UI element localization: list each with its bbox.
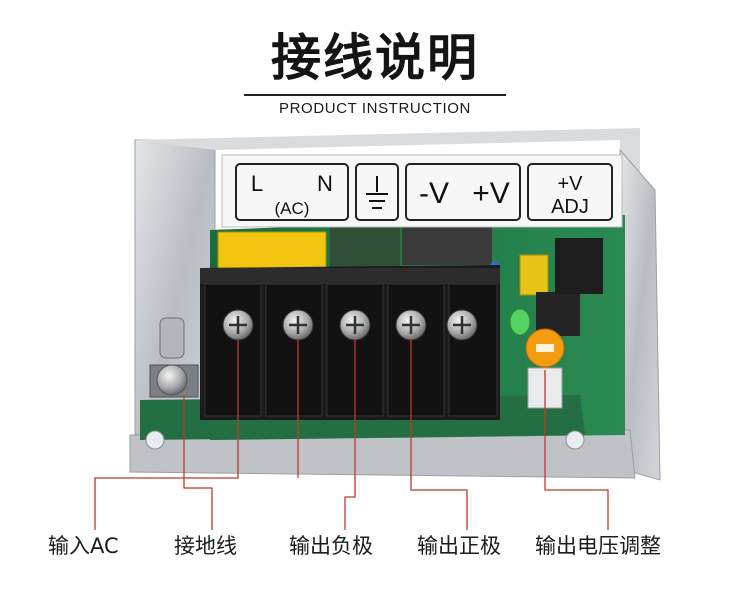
label-minus-v: -V	[419, 177, 449, 210]
ground-stud	[149, 317, 199, 398]
callout-line-adjust	[544, 370, 609, 530]
callout-label-ground: 接地线	[174, 534, 237, 558]
label-adj-top: +V	[557, 173, 583, 195]
callout-label-output-positive: 输出正极	[417, 534, 501, 558]
internal-components	[217, 222, 603, 409]
callout-line-positive	[410, 340, 468, 530]
callout-lines	[94, 340, 609, 530]
callout-label-input-ac: 输入AC	[48, 534, 119, 558]
callout-line-negative	[344, 340, 356, 530]
label-ac-l: L	[251, 171, 263, 196]
ground-icon	[366, 176, 388, 209]
terminal-screw	[339, 309, 371, 341]
label-adj-bottom: ADJ	[551, 196, 589, 218]
page-title: 接线说明	[271, 29, 479, 87]
callout-label-output-negative: 输出负极	[289, 534, 373, 558]
label-plus-v: +V	[472, 177, 510, 210]
terminal-label-plate: L N (AC) -V +V +V ADJ	[221, 154, 623, 228]
terminal-screw	[282, 309, 314, 341]
page-subtitle: PRODUCT INSTRUCTION	[279, 100, 471, 117]
title-underline	[244, 94, 506, 96]
callout-line-ground	[183, 395, 213, 530]
terminal-screw	[446, 309, 478, 341]
terminal-block	[200, 265, 500, 420]
terminal-screw	[222, 309, 254, 341]
callout-line-input-ac	[94, 340, 239, 530]
callout-label-voltage-adjust: 输出电压调整	[535, 534, 661, 558]
terminal-screw	[395, 309, 427, 341]
label-ac-sub: (AC)	[275, 199, 310, 218]
label-ac-n: N	[317, 171, 333, 196]
